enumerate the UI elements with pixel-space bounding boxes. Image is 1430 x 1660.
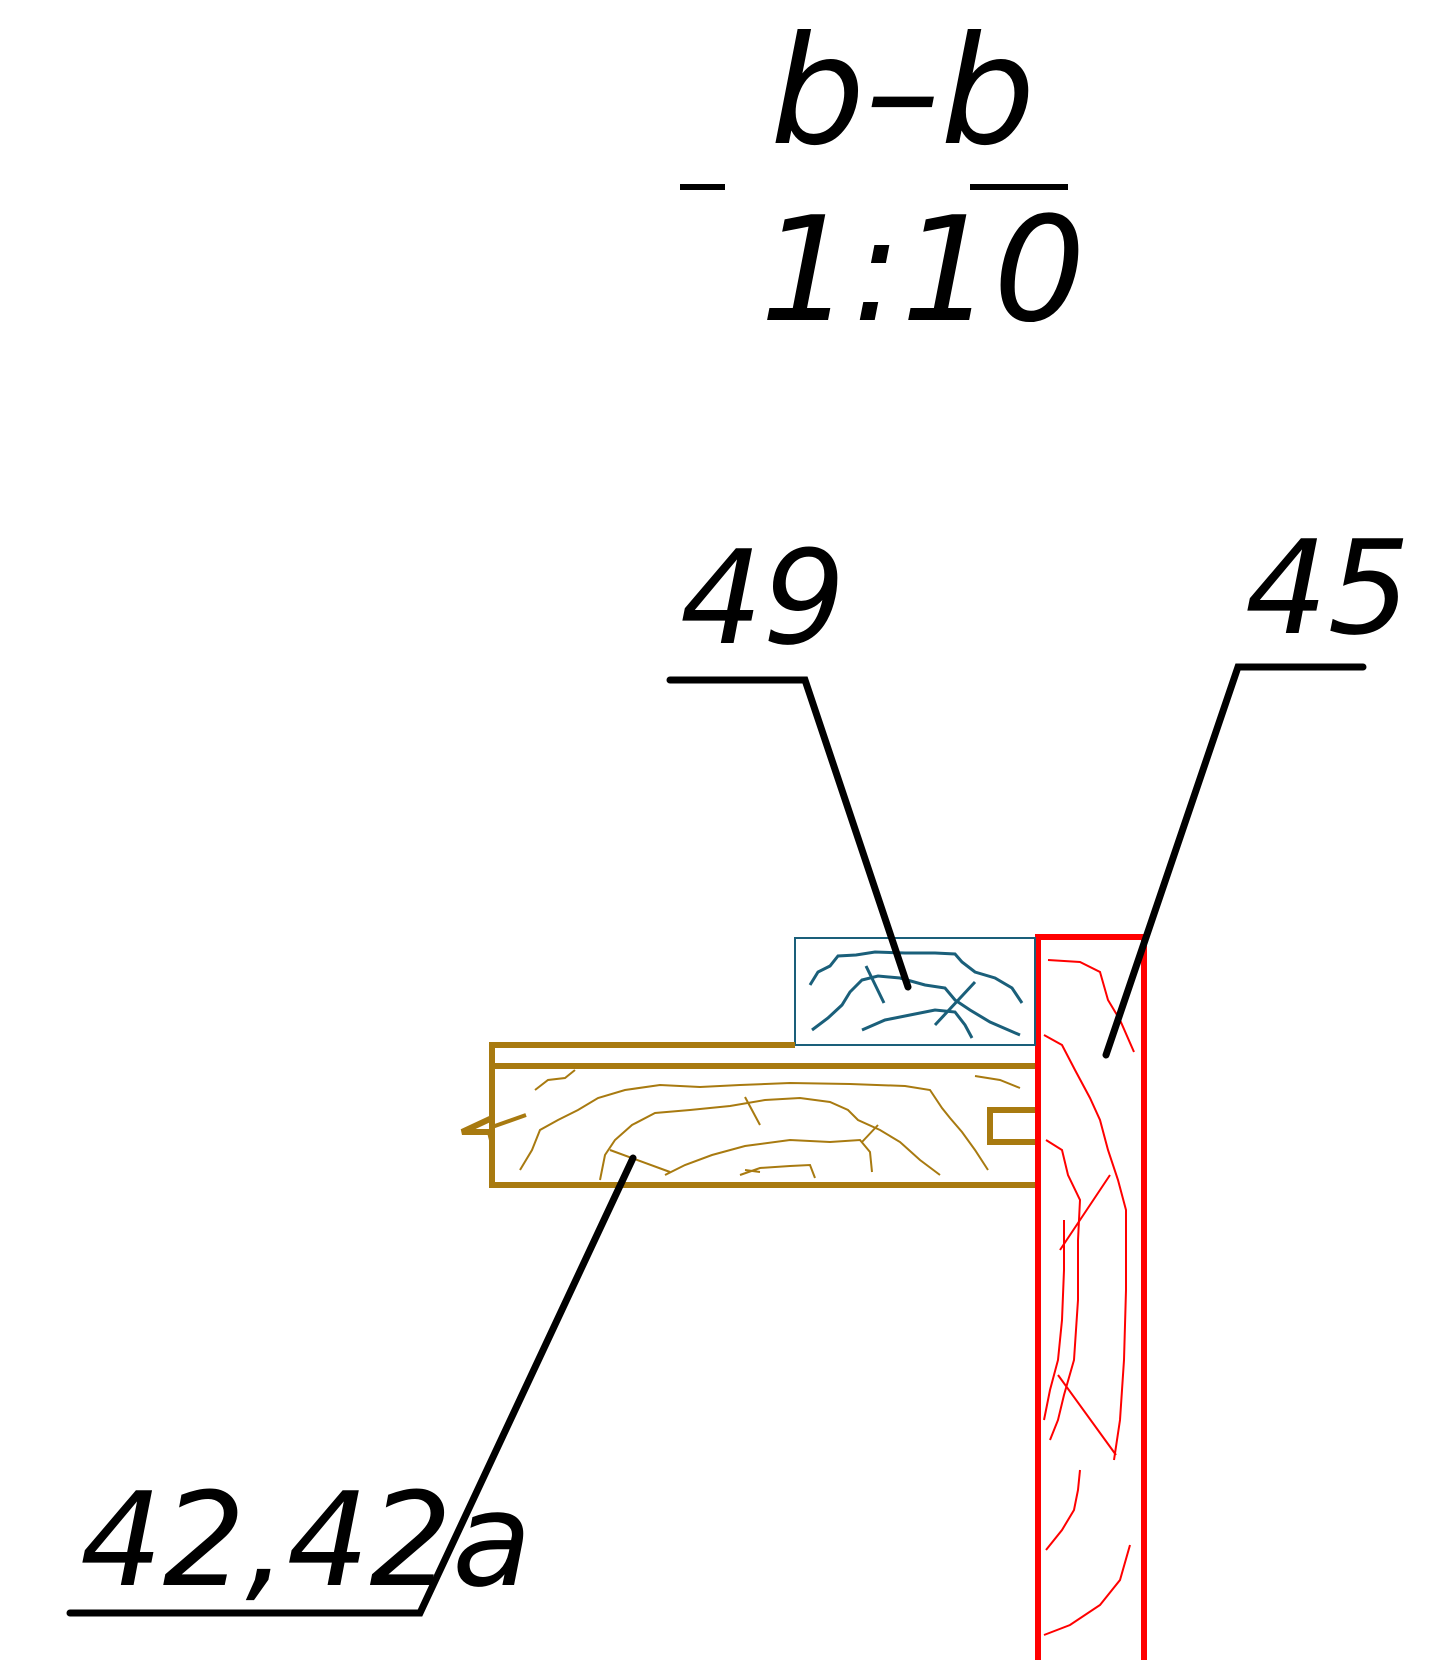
- board-42: [460, 1042, 1035, 1188]
- board-wood-grain: [519, 1069, 1021, 1181]
- section-title: b–b: [770, 5, 1035, 179]
- board-tongue: [491, 1113, 527, 1129]
- section-scale: 1:10: [760, 186, 1086, 355]
- board-groove: [987, 1107, 1035, 1145]
- post-outline: [1035, 934, 1147, 1660]
- leader-49: [666, 676, 912, 991]
- post-wood-grain: [1043, 959, 1135, 1636]
- callout-49: 49: [680, 522, 845, 674]
- strip-outline: [794, 937, 1036, 1046]
- callout-42: 42,42a: [80, 1464, 532, 1616]
- leader-lines: [66, 663, 1367, 1617]
- post-45: [1035, 934, 1147, 1660]
- strip-wood-grain: [808, 950, 1024, 1039]
- leader-45: [1102, 663, 1367, 1059]
- callout-45: 45: [1245, 512, 1410, 664]
- board-outline: [489, 1042, 1035, 1188]
- strip-49: [794, 937, 1036, 1046]
- section-header: b–b 1:10: [680, 5, 1086, 355]
- leader-42: [66, 1154, 637, 1617]
- board-break-mark: [460, 1115, 495, 1141]
